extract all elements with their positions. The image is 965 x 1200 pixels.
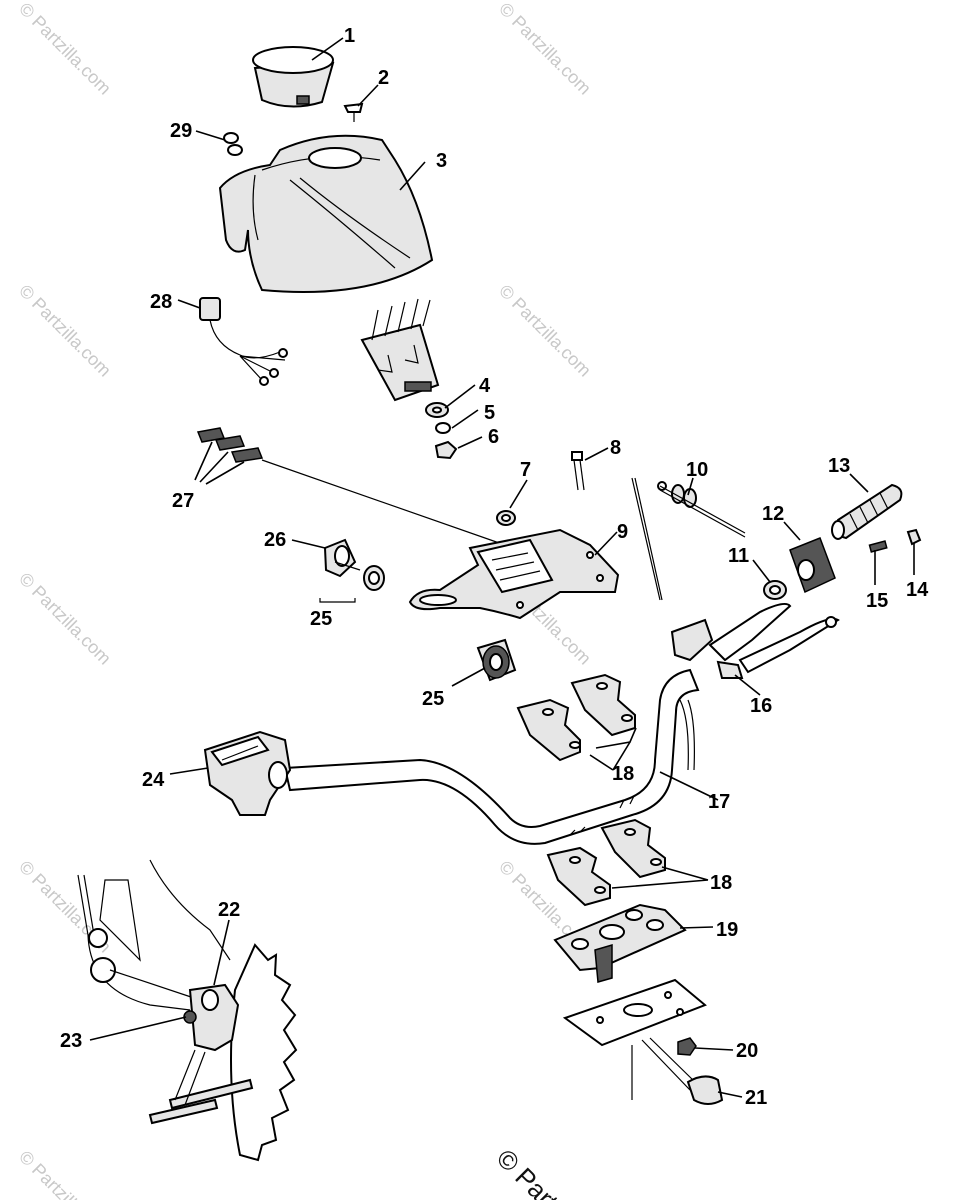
part-18-lower-clamps — [546, 818, 666, 907]
callout-19: 19 — [716, 919, 738, 941]
callout-9: 9 — [617, 521, 628, 543]
part-2-screw — [343, 102, 364, 122]
callout-7: 7 — [520, 459, 531, 481]
part-15-screw — [868, 540, 888, 553]
callout-29: 29 — [170, 120, 192, 142]
callout-2: 2 — [378, 67, 389, 89]
callout-6: 6 — [488, 426, 499, 448]
part-26-switch — [319, 538, 385, 603]
callout-23: 23 — [60, 1030, 82, 1052]
part-18-upper-clamps — [516, 673, 637, 762]
part-16-brake — [670, 603, 840, 679]
callout-26: 26 — [264, 529, 286, 551]
callout-24: 24 — [142, 769, 165, 791]
steering-plate — [562, 978, 707, 1100]
callout-11: 11 — [728, 545, 749, 567]
callout-15: 15 — [866, 590, 888, 612]
part-7-grommet — [496, 510, 516, 526]
callout-14: 14 — [906, 579, 929, 601]
callout-17: 17 — [708, 791, 730, 813]
callout-18: 18 — [710, 872, 732, 894]
part-27-caps — [194, 427, 506, 546]
part-8-bolt — [571, 451, 585, 491]
leader-lines — [89, 37, 915, 1098]
part-22-23-brake-assembly — [77, 859, 298, 1162]
watermark: © Partzilla.com — [15, 281, 115, 381]
watermark: © Partzilla.com — [495, 0, 595, 99]
callout-labels: 1 2 29 3 28 4 5 6 8 7 10 13 27 12 9 26 1… — [60, 25, 929, 1109]
watermark: © Partzilla.com — [15, 0, 115, 99]
part-12-throttle — [789, 537, 836, 594]
callout-28: 28 — [150, 291, 172, 313]
callout-8: 8 — [610, 437, 621, 459]
callout-5: 5 — [484, 402, 495, 424]
part-11-ring — [763, 580, 787, 600]
part-17-handlebar — [283, 668, 700, 845]
part-4-5-6-hardware — [425, 402, 458, 460]
part-29-washers — [223, 132, 243, 156]
part-1-gauge — [252, 46, 335, 108]
callout-21: 21 — [745, 1087, 767, 1109]
callout-27: 27 — [172, 490, 194, 512]
part-13-grip — [831, 483, 903, 540]
callout-13: 13 — [828, 455, 850, 477]
callout-25: 25 — [310, 608, 332, 630]
part-28-harness — [199, 297, 288, 386]
callout-22: 22 — [218, 899, 240, 921]
bottom-watermark: © Partz — [491, 1143, 574, 1200]
callout-18: 18 — [612, 763, 634, 785]
watermark: © Partzilla.com — [495, 281, 595, 381]
callout-25: 25 — [422, 688, 444, 710]
callout-12: 12 — [762, 503, 784, 525]
callout-1: 1 — [344, 25, 355, 47]
callout-3: 3 — [436, 150, 447, 172]
part-9-plate — [408, 528, 620, 620]
part-14-cap — [906, 528, 922, 546]
headlight-bracket — [360, 298, 440, 402]
part-25-key-switch — [476, 638, 517, 682]
callout-4: 4 — [479, 375, 491, 397]
watermark: © Partzilla.com — [15, 1147, 115, 1200]
part-20-nut — [677, 1037, 697, 1056]
part-24-switch-housing — [203, 730, 292, 816]
callout-20: 20 — [736, 1040, 758, 1062]
callout-10: 10 — [686, 459, 708, 481]
part-10-cable — [631, 477, 746, 601]
part-19-riser — [553, 903, 687, 983]
callout-16: 16 — [750, 695, 772, 717]
part-21-clip — [686, 1075, 724, 1105]
watermark: © Partzilla.com — [15, 569, 115, 669]
part-3-hood — [218, 134, 434, 293]
